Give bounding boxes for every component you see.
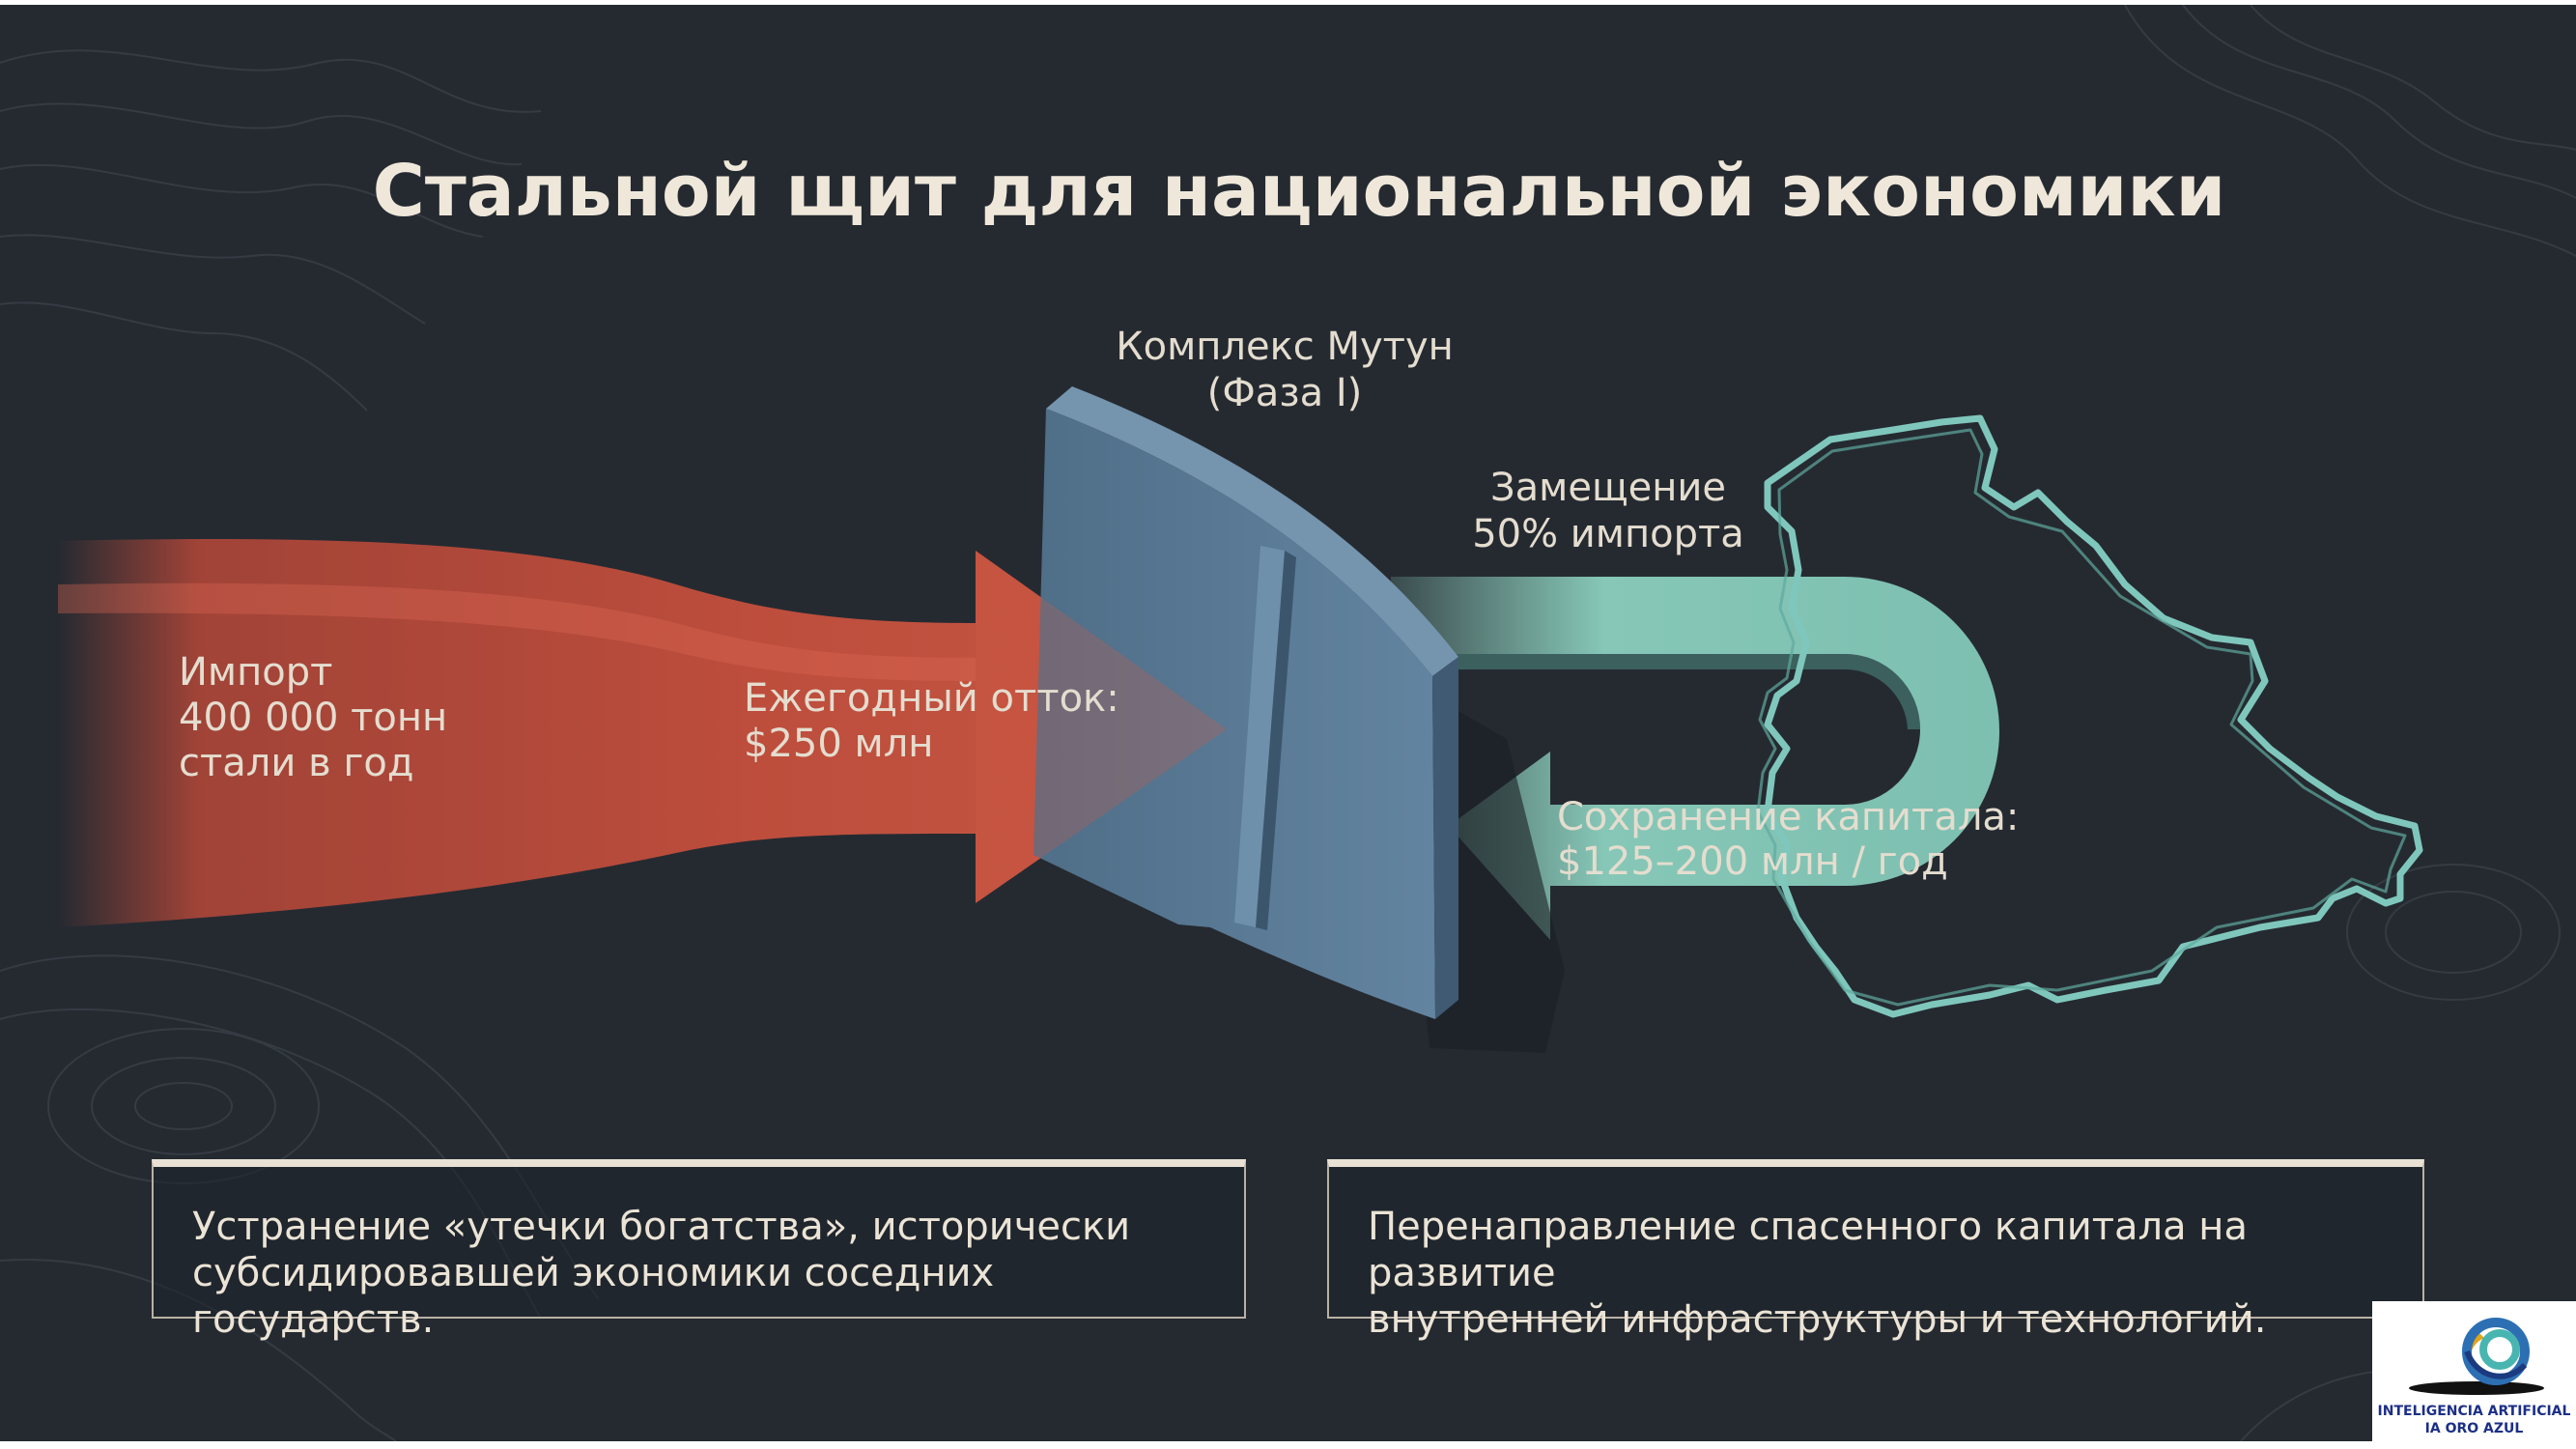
- outflow-label: Ежегодный отток: $250 млн: [744, 676, 1119, 767]
- slide: Стальной щит для национальной экономики …: [0, 5, 2576, 1441]
- import-arrow: [58, 538, 1227, 927]
- steel-shield: [1033, 386, 1565, 1053]
- capital-label: Сохранение капитала: $125–200 млн / год: [1557, 795, 2019, 884]
- callout-right-text: Перенаправление спасенного капитала на р…: [1368, 1204, 2403, 1343]
- return-u-arrow: [1391, 577, 1999, 940]
- country-map-outline: [1764, 414, 2423, 1018]
- country-map-outline-inner: [1756, 428, 2407, 1007]
- outflow-label-line2: $250 млн: [744, 722, 934, 766]
- outflow-label-line1: Ежегодный отток:: [744, 676, 1119, 721]
- logo-watermark: INTELIGENCIA ARTIFICIAL IA ORO AZUL: [2372, 1301, 2576, 1444]
- import-label-line1: Импорт: [179, 650, 333, 695]
- callout-left: Устранение «утечки богатства», историчес…: [152, 1159, 1246, 1342]
- import-arrow-overlap: [976, 551, 1227, 903]
- logo-text-line1: INTELIGENCIA ARTIFICIAL: [2377, 1404, 2571, 1419]
- shield-side-face: [1432, 657, 1458, 1019]
- import-label-line2: 400 000 тонн: [179, 696, 448, 740]
- shield-label-line1: Комплекс Мутун: [1116, 325, 1454, 369]
- callout-left-line1: Устранение «утечки богатства», историчес…: [192, 1205, 1131, 1249]
- substitution-label-line1: Замещение: [1490, 466, 1726, 510]
- logo-emblem-icon: [2409, 1318, 2544, 1395]
- shield-top-face: [1046, 386, 1458, 676]
- logo-text-line2: IA ORO AZUL: [2424, 1421, 2524, 1436]
- capital-label-line2: $125–200 млн / год: [1557, 839, 1948, 884]
- callout-right: Перенаправление спасенного капитала на р…: [1327, 1159, 2424, 1342]
- shield-label-line2: (Фаза I): [1206, 371, 1363, 415]
- capital-label-line1: Сохранение капитала:: [1557, 795, 2020, 839]
- page-title: Стальной щит для национальной экономики: [372, 150, 2226, 233]
- callout-right-line1: Перенаправление спасенного капитала на р…: [1368, 1205, 2248, 1295]
- diagram-canvas: [0, 5, 2576, 1441]
- shield-front-face: [1033, 409, 1435, 1019]
- return-u-arrow-shadow: [1454, 654, 1920, 729]
- callout-left-text: Устранение «утечки богатства», историчес…: [192, 1204, 1225, 1343]
- substitution-label: Замещение 50% импорта: [1449, 465, 1768, 557]
- callout-right-line2: внутренней инфраструктуры и технологий.: [1368, 1297, 2267, 1342]
- import-label: Импорт 400 000 тонн стали в год: [179, 650, 447, 786]
- shield-center-ridge: [1234, 546, 1285, 927]
- import-label-line3: стали в год: [179, 741, 414, 785]
- shield-center-ridge-dark: [1256, 551, 1296, 930]
- import-arrow-highlight: [58, 582, 976, 681]
- shield-label: Комплекс Мутун (Фаза I): [1043, 324, 1526, 416]
- substitution-label-line2: 50% импорта: [1472, 512, 1744, 556]
- callout-left-line2: субсидировавшей экономики соседних госуд…: [192, 1251, 995, 1342]
